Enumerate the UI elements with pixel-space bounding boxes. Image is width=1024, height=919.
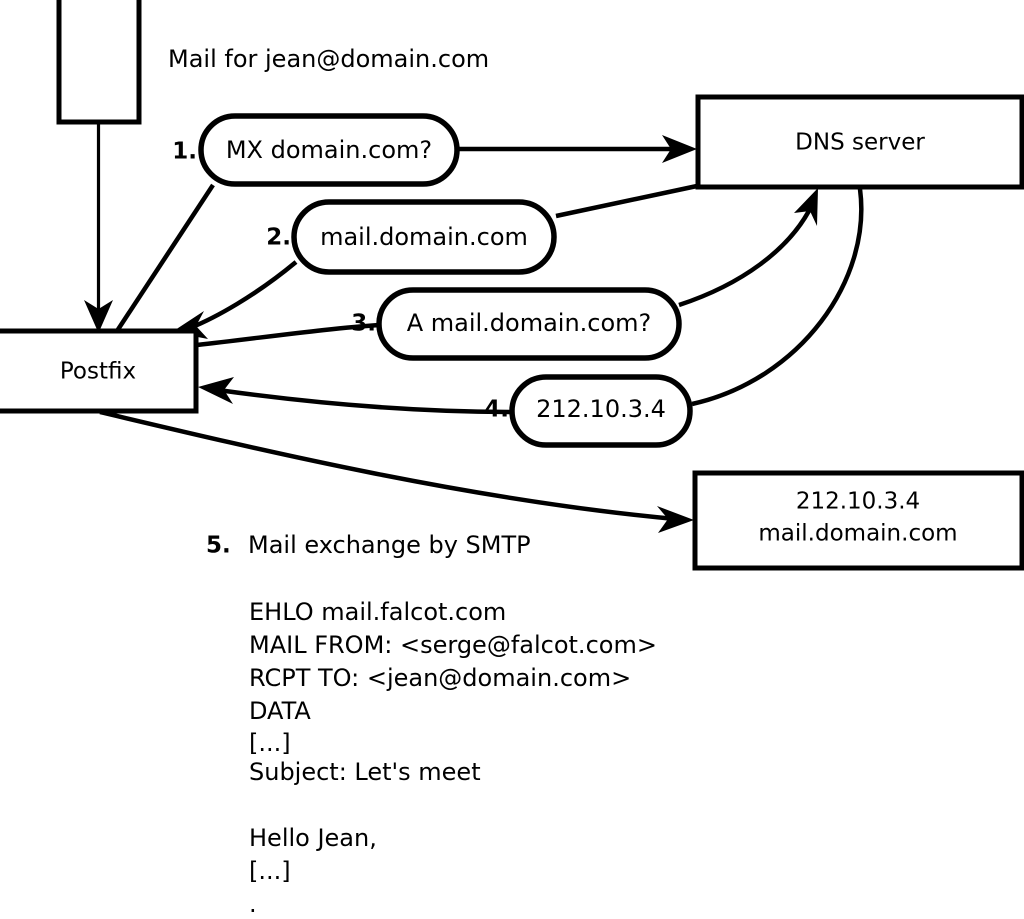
smtp-line: Hello Jean, — [249, 824, 377, 852]
connector-client-to-postfix — [84, 122, 113, 333]
smtp-line: Subject: Let's meet — [249, 758, 481, 786]
connector-dns-to-step4 — [691, 188, 864, 407]
connector-step2-to-postfix — [172, 260, 298, 339]
connector-dns-to-step2 — [555, 183, 698, 219]
node-target-mx-ip: 212.10.3.4 — [796, 489, 920, 515]
smtp-line: [...] — [249, 857, 291, 885]
step-4-number: 4. — [484, 397, 509, 423]
connector-postfix-to-step3 — [196, 322, 381, 348]
node-postfix: Postfix — [0, 328, 199, 414]
step-5-label: Mail exchange by SMTP — [248, 531, 531, 559]
step-3-label: A mail.domain.com? — [407, 309, 652, 337]
step-2-pill — [291, 199, 557, 275]
node-dns-server-label: DNS server — [795, 130, 925, 156]
smtp-line: MAIL FROM: <serge@falcot.com> — [249, 631, 657, 659]
step-1-pill — [198, 113, 460, 187]
step-1-number: 1. — [172, 139, 197, 165]
step-3-number: 3. — [351, 311, 376, 337]
step-1: 1. MX domain.com? — [172, 113, 460, 187]
smtp-line: EHLO mail.falcot.com — [249, 598, 506, 626]
smtp-line: . — [249, 890, 257, 918]
node-dns-server: DNS server — [695, 94, 1024, 190]
page-title: Mail for jean@domain.com — [168, 45, 489, 73]
connector-step4-to-postfix — [198, 377, 513, 415]
step-1-label: MX domain.com? — [226, 136, 432, 164]
node-postfix-label: Postfix — [60, 359, 136, 385]
step-2-label: mail.domain.com — [320, 223, 528, 251]
connector-step1-to-dns — [452, 135, 697, 163]
step-3-pill — [376, 287, 682, 361]
connector-step3-to-dns — [678, 188, 818, 308]
step-5-number: 5. — [206, 533, 231, 559]
smtp-line: RCPT TO: <jean@domain.com> — [249, 664, 631, 692]
step-2-number: 2. — [266, 225, 291, 251]
node-target-mx: 212.10.3.4 mail.domain.com — [692, 470, 1024, 571]
step-3: 3. A mail.domain.com? — [351, 287, 682, 361]
step-4-pill — [509, 374, 693, 448]
smtp-line: [...] — [249, 729, 291, 757]
connector-postfix-to-step1 — [115, 183, 215, 333]
step-2: 2. mail.domain.com — [266, 199, 557, 275]
smtp-line: DATA — [249, 697, 311, 725]
node-sender-client — [56, 0, 142, 125]
step-4-label: 212.10.3.4 — [536, 395, 666, 423]
connector-postfix-to-target — [99, 409, 694, 533]
step-4: 4. 212.10.3.4 — [484, 374, 693, 448]
node-target-mx-host: mail.domain.com — [758, 521, 957, 547]
